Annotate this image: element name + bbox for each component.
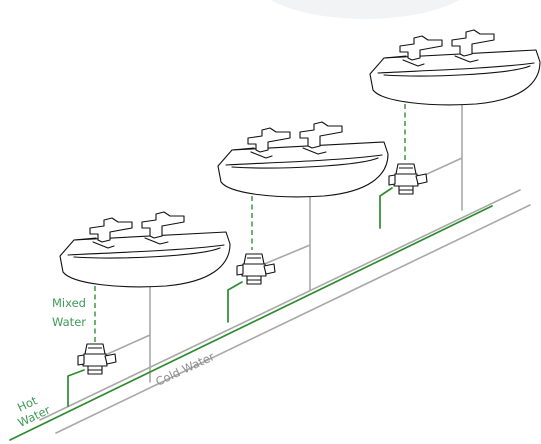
basin-right <box>369 29 541 106</box>
cold-water-pipes <box>39 103 531 434</box>
cold-branch-left <box>102 281 151 383</box>
mixing-valve-right <box>388 163 428 195</box>
cold-branch-right <box>413 103 463 211</box>
mixed-water-pipes <box>94 104 406 342</box>
basin-middle <box>217 121 389 198</box>
cold-main-pipe <box>39 189 521 421</box>
hot-water-pipes <box>9 187 493 441</box>
mixed-water-label-line1: Mixed <box>52 296 86 310</box>
hot-branch-right <box>379 187 393 229</box>
background-circle <box>270 0 460 19</box>
hot-main-pipe <box>9 205 493 441</box>
basin-left <box>59 211 231 288</box>
mixing-valve-middle <box>236 253 276 285</box>
mixed-water-label-line2: Water <box>52 315 86 329</box>
cold-branch-middle <box>261 195 311 291</box>
hot-branch-left <box>67 369 85 407</box>
hot-water-label: Hot Water <box>15 393 52 430</box>
hot-branch-middle <box>227 281 243 323</box>
cold-main-pipe-back <box>55 204 531 434</box>
